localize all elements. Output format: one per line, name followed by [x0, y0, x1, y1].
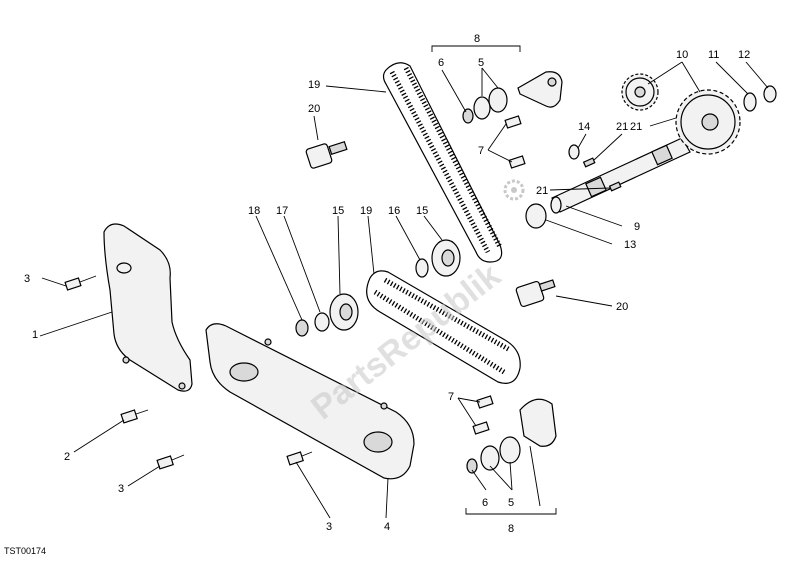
- callout-8-lower: 8: [508, 523, 514, 535]
- leader-lines: [39, 45, 769, 519]
- washer: [525, 203, 547, 229]
- callout-7-lower: 7: [448, 391, 454, 403]
- callout-8-upper: 8: [474, 33, 480, 45]
- callout-5-lower: 5: [508, 497, 514, 509]
- callout-15-right: 15: [416, 205, 428, 217]
- callout-labels: 1 2 3 3 3 4 5 5 6 6 7 7 8 8 9 10 11 12 1…: [24, 33, 750, 535]
- callout-11: 11: [708, 49, 719, 61]
- callout-2: 2: [64, 451, 70, 463]
- screw-inner-cover-upper: [120, 409, 149, 424]
- callout-14: 14: [578, 121, 590, 133]
- callout-19-middle: 19: [360, 205, 372, 217]
- camshaft: [550, 137, 691, 214]
- callout-16: 16: [388, 205, 400, 217]
- upper-tensioner-assembly: [462, 71, 563, 169]
- callout-1: 1: [32, 329, 38, 341]
- outer-belt-cover: [103, 223, 193, 392]
- spacer-lower: [515, 279, 556, 308]
- drawing-reference-code: TST00174: [4, 546, 47, 556]
- tensioner-pulley-assembly: [415, 239, 461, 278]
- callout-3-left: 3: [24, 273, 30, 285]
- pulley-washer: [743, 92, 757, 112]
- callout-15-left: 15: [332, 205, 344, 217]
- key-lower: [608, 181, 622, 192]
- callout-13: 13: [624, 239, 636, 251]
- callout-21-left: 21: [536, 185, 548, 197]
- screw-left-cover: [64, 275, 97, 291]
- callout-3-bottom-center: 3: [326, 521, 332, 533]
- spacer-upper: [305, 140, 348, 169]
- pulley-nut: [763, 85, 777, 103]
- circlip: [568, 144, 580, 160]
- callout-18: 18: [248, 205, 260, 217]
- callout-6-upper: 6: [438, 57, 444, 69]
- callout-20-upper: 20: [308, 103, 320, 115]
- key-upper: [582, 157, 596, 168]
- callout-10: 10: [676, 49, 688, 61]
- screw-inner-cover-center: [286, 451, 313, 466]
- callout-21-mid: 21: [630, 121, 642, 133]
- callout-4: 4: [384, 521, 390, 533]
- gear-watermark-icon: [503, 179, 525, 201]
- callout-17: 17: [276, 205, 288, 217]
- drive-pulley-assembly: [295, 293, 359, 337]
- callout-20-lower: 20: [616, 301, 628, 313]
- lower-tensioner-assembly: [466, 395, 557, 474]
- callout-6-lower: 6: [482, 497, 488, 509]
- lower-timing-belt: [366, 270, 521, 384]
- callout-7-upper: 7: [478, 145, 484, 157]
- callout-19-upper: 19: [308, 79, 320, 91]
- callout-9: 9: [634, 221, 640, 233]
- callout-3-bottom-left: 3: [118, 483, 124, 495]
- screw-inner-cover-lower: [156, 454, 185, 470]
- callout-5-upper: 5: [478, 57, 484, 69]
- upper-timing-belt: [382, 62, 503, 263]
- callout-21-right: 21: [616, 121, 628, 133]
- callout-12: 12: [738, 49, 750, 61]
- inner-belt-cover: [205, 323, 415, 480]
